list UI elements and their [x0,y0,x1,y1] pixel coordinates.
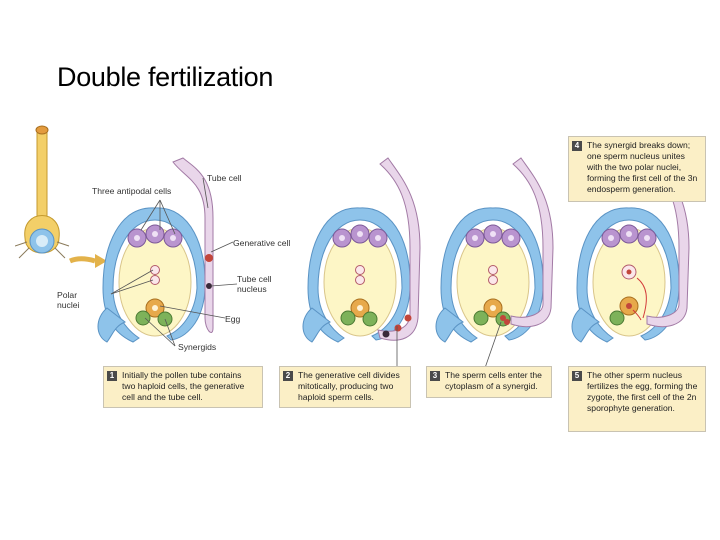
panel-2-ovule [302,157,421,343]
panel-3-ovule [435,157,554,343]
label-polar-nuclei: Polar nuclei [57,290,80,310]
step-3-caption: 3 The sperm cells enter the cytoplasm of… [426,366,552,398]
leader-lines [110,177,502,369]
step-2-text: The generative cell divides mitotically,… [298,370,400,402]
step-2-number: 2 [283,371,293,381]
label-tube-cell: Tube cell [207,173,242,183]
double-fertilization-figure: Three antipodal cells Tube cell Generati… [15,118,710,436]
step-1-caption: 1 Initially the pollen tube contains two… [103,366,263,408]
step-5-text: The other sperm nucleus fertilizes the e… [587,370,698,413]
label-tube-cell-nucleus: Tube cell nucleus [237,274,272,294]
step-4-number: 4 [572,141,582,151]
step-3-text: The sperm cells enter the cytoplasm of a… [445,370,542,391]
step-4-caption: 4 The synergid breaks down; one sperm nu… [568,136,706,202]
step-1-text: Initially the pollen tube contains two h… [122,370,245,402]
step-5-caption: 5 The other sperm nucleus fertilizes the… [568,366,706,432]
label-egg: Egg [225,314,241,324]
step-5-number: 5 [572,371,582,381]
pistil-icon [15,125,107,268]
step-4-text: The synergid breaks down; one sperm nucl… [587,140,698,194]
label-three-antipodal-cells: Three antipodal cells [92,186,172,196]
label-generative-cell: Generative cell [233,238,291,248]
step-3-number: 3 [430,371,440,381]
step-1-number: 1 [107,371,117,381]
label-synergids: Synergids [178,342,217,352]
step-2-caption: 2 The generative cell divides mitoticall… [279,366,411,408]
slide-title: Double fertilization [57,62,274,92]
